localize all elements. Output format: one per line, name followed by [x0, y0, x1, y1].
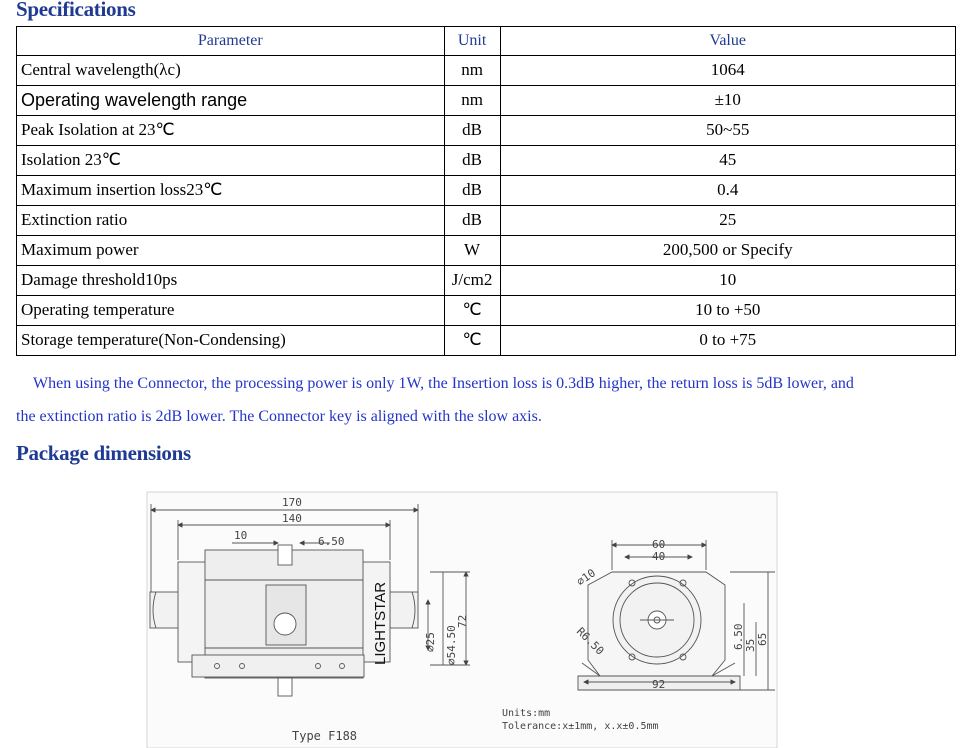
row-parameter: Peak Isolation at 23℃: [16, 115, 445, 146]
row-parameter: Extinction ratio: [16, 205, 445, 236]
row-unit: dB: [443, 145, 501, 176]
dim-65: 65: [756, 633, 769, 646]
dim-40: 40: [652, 550, 665, 563]
dim-10: 10: [234, 529, 247, 542]
tolerance-label: Tolerance:x±1mm, x.x±0.5mm: [502, 721, 659, 732]
row-parameter: Central wavelength(λc): [16, 55, 445, 86]
row-unit: ℃: [443, 325, 501, 356]
table-row: Maximum power W 200,500 or Specify: [16, 235, 957, 266]
table-row: Central wavelength(λc) nm 1064: [16, 55, 957, 86]
package-dimensions-heading: Package dimensions: [16, 441, 191, 465]
brand-logo-text: LIGHTSTAR: [372, 582, 389, 665]
units-label: Units:mm: [502, 708, 550, 719]
header-unit: Unit: [443, 26, 501, 56]
type-label: Type F188: [292, 729, 357, 743]
header-value: Value: [499, 26, 957, 56]
connector-note-line2: the extinction ratio is 2dB lower. The C…: [16, 408, 542, 425]
specifications-heading: Specifications: [16, 0, 136, 21]
table-header-row: Parameter Unit Value: [16, 26, 957, 56]
dim-72: 72: [456, 615, 469, 628]
table-row: Peak Isolation at 23℃ dB 50~55: [16, 115, 957, 146]
dim-170: 170: [282, 496, 302, 509]
row-parameter: Maximum power: [16, 235, 445, 266]
dim-140: 140: [282, 512, 302, 525]
row-value: 50~55: [499, 115, 957, 146]
row-value: 0 to +75: [499, 325, 957, 356]
dim-d25: ⌀25: [424, 632, 437, 652]
row-unit: ℃: [443, 295, 501, 326]
dim-d54-50: ⌀54.50: [445, 625, 458, 665]
row-parameter: Storage temperature(Non-Condensing): [16, 325, 445, 356]
dim-6-50: 6.50: [318, 535, 345, 548]
dim-side-6-50: 6.50: [732, 624, 745, 651]
front-view: [577, 540, 775, 691]
row-parameter: Maximum insertion loss23℃: [16, 175, 445, 206]
side-view: [149, 504, 470, 697]
table-row: Storage temperature(Non-Condensing) ℃ 0 …: [16, 325, 957, 356]
dim-60: 60: [652, 538, 665, 551]
dim-35: 35: [744, 639, 757, 652]
table-row: Damage threshold10ps J/cm2 10: [16, 265, 957, 296]
row-unit: nm: [443, 85, 501, 116]
specifications-table: Parameter Unit Value Central wavelength(…: [16, 26, 957, 356]
row-parameter: Damage threshold10ps: [16, 265, 445, 296]
connector-note-line1: When using the Connector, the processing…: [33, 375, 854, 392]
row-unit: dB: [443, 205, 501, 236]
header-parameter: Parameter: [16, 26, 445, 56]
row-parameter: Operating wavelength range: [16, 85, 445, 116]
row-unit: dB: [443, 115, 501, 146]
dim-92: 92: [652, 678, 665, 691]
